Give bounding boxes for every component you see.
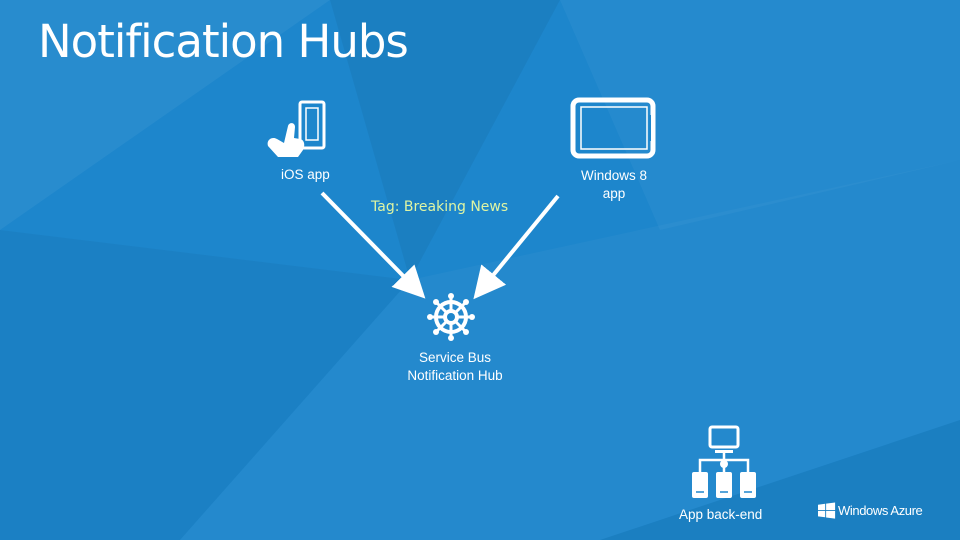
windows8-app-label-line2: app: [602, 186, 626, 201]
notification-hub-label-line1: Service Bus: [418, 350, 492, 365]
edge-ios-to-hub: [320, 191, 426, 299]
ship-wheel-icon: [427, 293, 475, 341]
windows8-app-label: Windows 8 app: [562, 167, 666, 203]
tablet-icon: [570, 97, 656, 159]
notification-hub-label: Service Bus Notification Hub: [385, 349, 525, 385]
brand-text: Windows Azure: [838, 503, 923, 518]
ios-app-label: iOS app: [281, 167, 330, 182]
slide-title: Notification Hubs: [38, 15, 409, 68]
app-backend-label: App back-end: [679, 507, 763, 522]
touch-phone-icon: [267, 100, 326, 157]
server-cluster-icon: [692, 425, 756, 498]
edge-windows8-to-hub: [473, 194, 560, 300]
windows-logo-icon: [818, 502, 836, 519]
windows8-app-label-line1: Windows 8: [580, 168, 648, 183]
edge-tag-label: Tag: Breaking News: [371, 199, 509, 215]
notification-hub-label-line2: Notification Hub: [407, 368, 503, 383]
